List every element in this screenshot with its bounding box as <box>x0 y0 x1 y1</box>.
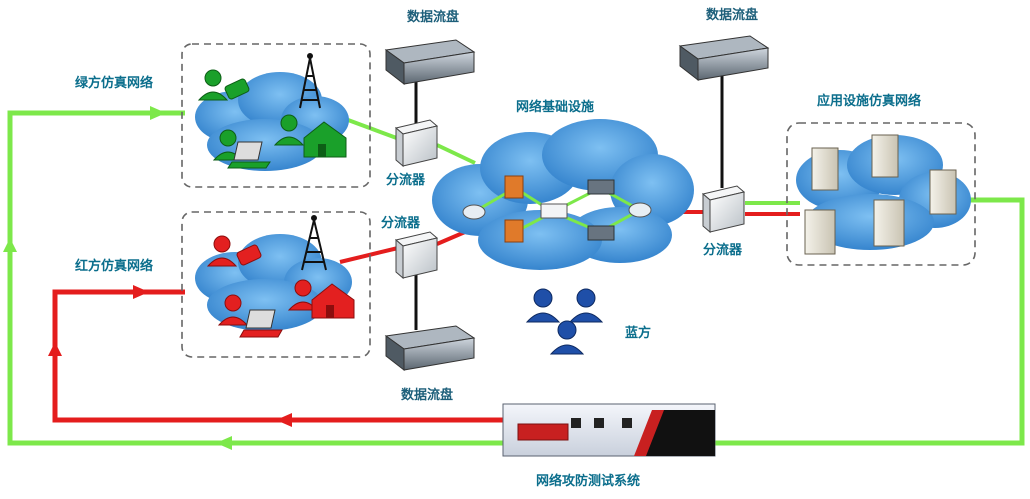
blue-team-people <box>525 288 604 355</box>
app-network-zone <box>786 122 976 266</box>
server-node-icon <box>587 179 615 241</box>
red-tower-icon <box>301 215 327 271</box>
red-phone-icon <box>236 244 262 266</box>
red-laptop-icon <box>239 309 283 338</box>
red-house-icon <box>311 283 355 319</box>
router-icon <box>462 202 652 220</box>
disk-label-bottom: 数据流盘 <box>401 388 454 403</box>
splitter-box-icon <box>701 185 746 234</box>
splitter-label-right: 分流器 <box>703 243 743 258</box>
test-system-label: 网络攻防测试系统 <box>536 474 641 489</box>
disk-label-top-right: 数据流盘 <box>706 8 759 23</box>
switch-icon <box>540 203 568 219</box>
red-link <box>339 230 466 264</box>
splitter-box-icon <box>394 231 439 280</box>
green-network-zone <box>181 43 371 188</box>
red-network-zone <box>181 211 371 358</box>
green-house-icon <box>303 121 347 158</box>
green-return-loop <box>7 110 1025 446</box>
splitter-label-red: 分流器 <box>381 216 421 231</box>
disk-links <box>414 75 724 330</box>
green-laptop-icon <box>227 141 271 169</box>
server-tower-icon <box>804 134 957 255</box>
green-link <box>339 115 476 165</box>
server-rack-icon <box>384 39 476 86</box>
infrastructure-cloud <box>432 119 694 270</box>
blue-team-label: 蓝方 <box>625 326 652 341</box>
app-network-label: 应用设施仿真网络 <box>817 94 922 109</box>
green-phone-icon <box>224 78 250 100</box>
infrastructure-label: 网络基础设施 <box>516 100 595 115</box>
firewall-icon <box>504 175 524 243</box>
server-rack-icon <box>678 35 770 82</box>
red-loop-arrows <box>48 285 292 427</box>
green-tower-icon <box>299 53 321 109</box>
test-device-icon <box>502 403 716 457</box>
splitter-label-green: 分流器 <box>386 173 426 188</box>
red-network-label: 红方仿真网络 <box>75 259 154 274</box>
green-network-label: 绿方仿真网络 <box>75 76 154 91</box>
server-rack-icon <box>384 325 476 372</box>
green-loop-arrows <box>3 106 232 450</box>
splitter-box-icon <box>394 119 439 168</box>
disk-label-top-left: 数据流盘 <box>407 10 460 25</box>
